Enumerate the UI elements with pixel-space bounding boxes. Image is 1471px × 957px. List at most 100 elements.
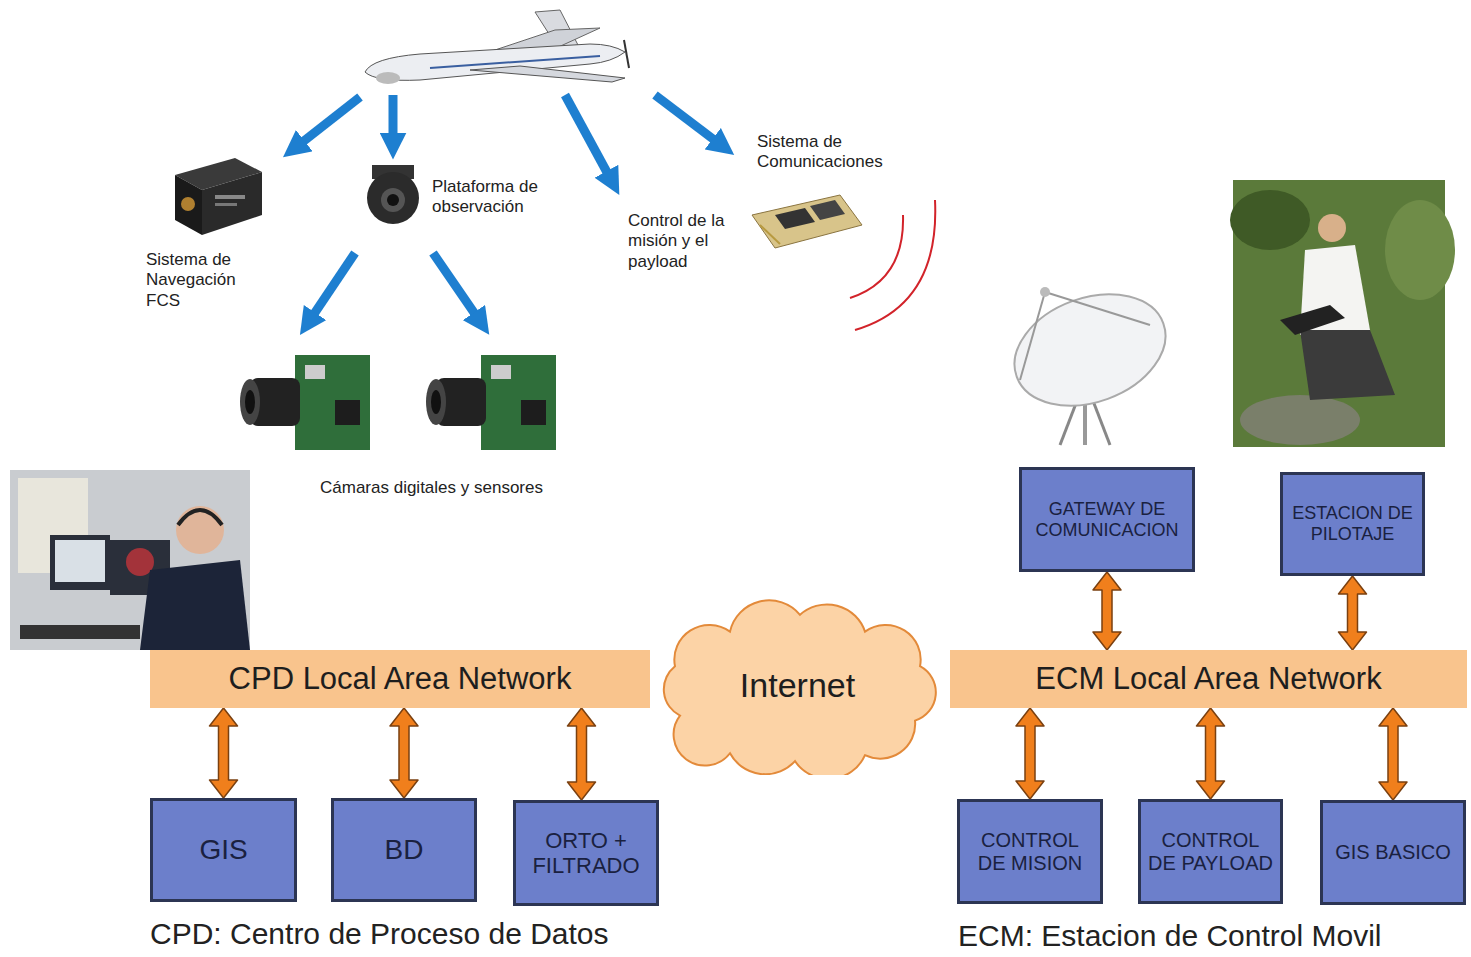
node-text: GIS — [159, 834, 288, 866]
double-arrow — [1339, 576, 1367, 650]
node-text-group: GATEWAY DE COMUNICACION — [1022, 499, 1192, 540]
node-text: ESTACION DE PILOTAJE — [1289, 503, 1416, 544]
radio-waves — [850, 200, 935, 330]
blue-arrows — [655, 95, 717, 142]
field-photo — [1240, 395, 1360, 445]
node-text-group: CONTROL DE PAYLOAD — [1141, 829, 1280, 875]
node-text-group: BD — [334, 834, 474, 866]
node-text-group: ESTACION DE PILOTAJE — [1283, 503, 1422, 544]
process-box: GATEWAY DE COMUNICACION — [1019, 467, 1195, 572]
process-box: CONTROL DE PAYLOAD — [1138, 799, 1283, 904]
navigation-unit — [175, 175, 202, 235]
component-label: Sistema de Navegación FCS — [146, 250, 256, 311]
camera-module — [305, 365, 325, 379]
navigation-unit — [181, 197, 195, 211]
node-text: Internet — [646, 666, 949, 705]
field-photo — [1280, 305, 1345, 335]
camera-module — [240, 379, 260, 425]
blue-arrows — [433, 253, 477, 317]
navigation-unit — [215, 195, 245, 199]
node-text-group: ORTO + FILTRADO — [516, 828, 656, 879]
node-text: CONTROL DE MISION — [966, 829, 1094, 875]
navigation-unit — [175, 158, 262, 235]
camera-module — [521, 400, 546, 425]
comms-board — [752, 195, 862, 248]
double-arrow — [210, 708, 238, 798]
camera-module — [426, 355, 556, 450]
operator-photo — [20, 625, 140, 639]
camera-module — [295, 355, 370, 450]
operator-photo — [140, 560, 250, 650]
component-label: Sistema de Comunicaciones — [757, 132, 917, 173]
operator-photo — [178, 510, 222, 525]
process-box: GIS BASICO — [1320, 800, 1466, 905]
drone-illustration — [624, 40, 629, 68]
comms-board — [760, 225, 780, 244]
double-arrow — [1379, 708, 1407, 800]
operator-photo — [10, 470, 250, 650]
node-text: GIS BASICO — [1329, 841, 1457, 864]
operator-photo — [55, 540, 105, 582]
gimbal-dome — [381, 188, 405, 212]
network-band: ECM Local Area Network — [950, 650, 1467, 708]
node-text-group: CPD Local Area Network — [150, 661, 650, 697]
satellite-dish — [1020, 292, 1045, 380]
double-arrow — [1197, 708, 1225, 799]
section-caption: CPD: Centro de Proceso de Datos — [150, 916, 609, 952]
comms-board — [752, 195, 862, 248]
node-text-group: GIS BASICO — [1323, 841, 1463, 864]
satellite-dish — [999, 274, 1181, 425]
camera-module — [431, 390, 441, 414]
node-text-group: Internet — [640, 666, 955, 705]
process-box: ORTO + FILTRADO — [513, 800, 659, 906]
satellite-dish — [999, 274, 1181, 445]
component-label: Plataforma de observación — [432, 177, 567, 218]
camera-module — [426, 379, 446, 425]
node-text-group: ECM Local Area Network — [950, 661, 1467, 697]
double-arrow — [1016, 708, 1044, 799]
camera-module — [491, 365, 511, 379]
satellite-dish — [1045, 292, 1150, 325]
drone-illustration — [430, 56, 600, 68]
component-label: Control de la misión y el payload — [628, 211, 746, 272]
radio-waves — [850, 215, 903, 298]
node-text: CPD Local Area Network — [156, 661, 644, 697]
process-box: GIS — [150, 798, 297, 902]
node-text-group: GIS — [153, 834, 294, 866]
operator-photo — [10, 470, 250, 650]
camera-module — [481, 355, 556, 450]
comms-board — [810, 200, 845, 220]
double-arrow — [390, 708, 418, 798]
node-text: ORTO + FILTRADO — [522, 828, 650, 879]
internet-cloud: Internet — [640, 597, 955, 775]
field-photo — [1230, 180, 1455, 447]
drone-illustration — [376, 72, 400, 84]
satellite-dish — [1040, 287, 1050, 297]
navigation-unit — [202, 172, 262, 235]
component-label: Cámaras digitales y sensores — [320, 478, 543, 498]
comms-board — [775, 208, 815, 229]
field-photo — [1300, 330, 1395, 400]
blue-arrows — [300, 95, 717, 317]
double-arrow — [568, 708, 596, 800]
process-box: BD — [331, 798, 477, 902]
field-photo — [1230, 190, 1310, 250]
field-photo — [1385, 200, 1455, 300]
gimbal-dome — [367, 165, 419, 224]
section-caption: ECM: Estacion de Control Movil — [958, 918, 1382, 954]
node-text: BD — [340, 834, 468, 866]
node-text: CONTROL DE PAYLOAD — [1147, 829, 1274, 875]
operator-photo — [176, 506, 224, 554]
gimbal-dome — [367, 172, 419, 224]
node-text-group: CONTROL DE MISION — [960, 829, 1100, 875]
blue-arrows — [312, 253, 355, 317]
drone-illustration — [365, 10, 629, 84]
double-arrow — [1093, 572, 1121, 650]
process-box: CONTROL DE MISION — [957, 799, 1103, 904]
field-photo — [1318, 214, 1346, 242]
radio-waves — [855, 200, 935, 330]
camera-module — [240, 355, 370, 450]
navigation-unit — [215, 203, 237, 206]
process-box: ESTACION DE PILOTAJE — [1280, 472, 1425, 576]
operator-photo — [50, 535, 110, 590]
